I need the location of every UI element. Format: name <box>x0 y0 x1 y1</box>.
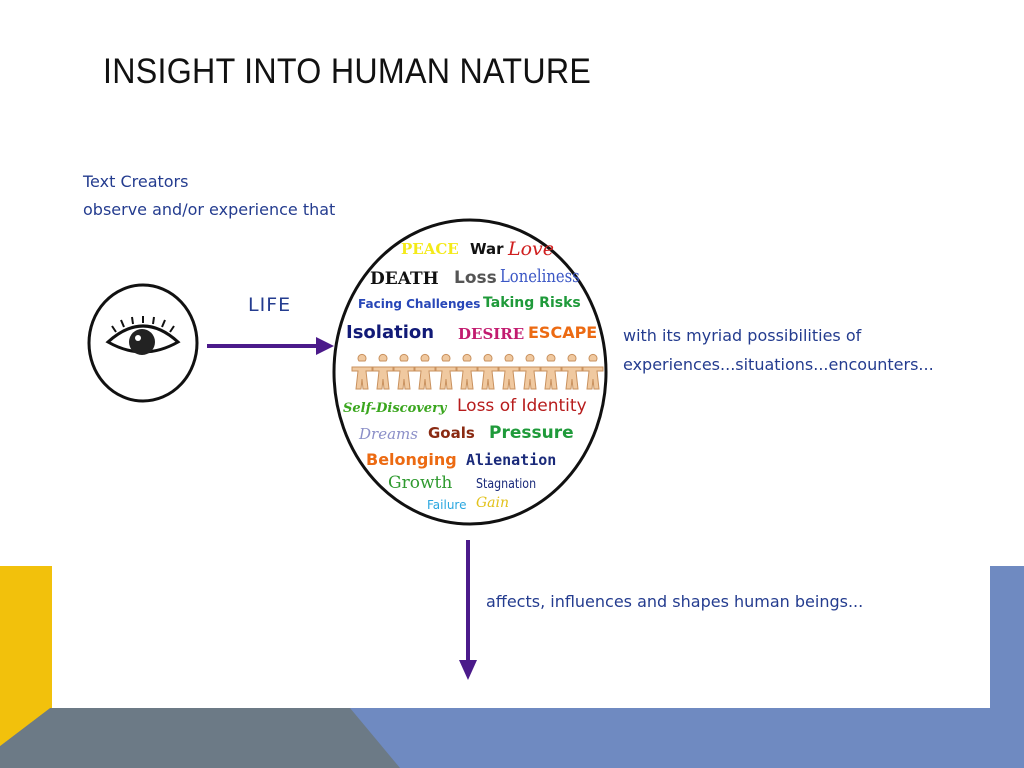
word-facing-challenges: Facing Challenges <box>358 297 481 311</box>
word-death: DEATH <box>370 269 439 289</box>
word-war: War <box>470 240 504 258</box>
decorative-bottom-band <box>0 708 1024 768</box>
word-loss: Loss <box>454 268 497 288</box>
myriad-text: with its myriad possibilities of <box>623 326 862 345</box>
eye-icon <box>87 283 199 403</box>
word-loss-of-identity: Loss of Identity <box>457 396 587 416</box>
word-desire: DESIRE <box>458 325 525 343</box>
word-stagnation: Stagnation <box>476 477 537 492</box>
word-belonging: Belonging <box>366 450 457 469</box>
life-label: LIFE <box>248 294 292 316</box>
word-peace: PEACE <box>401 240 459 258</box>
word-dreams: Dreams <box>359 425 418 443</box>
paper-person <box>498 353 520 390</box>
word-escape: ESCAPE <box>528 323 598 342</box>
page-title: INSIGHT INTO HUMAN NATURE <box>103 52 592 91</box>
arrow-right-head <box>316 337 334 355</box>
intro-line: observe and/or experience that <box>83 200 336 219</box>
paper-person <box>435 353 457 390</box>
paper-person <box>582 353 604 390</box>
word-self-discovery: Self-Discovery <box>343 401 447 416</box>
intro-line: Text Creators <box>83 172 189 191</box>
paper-chain-people-icon <box>351 353 604 390</box>
word-growth: Growth <box>388 473 453 493</box>
word-pressure: Pressure <box>489 423 574 443</box>
word-loneliness: Loneliness <box>500 266 580 287</box>
word-taking-risks: Taking Risks <box>483 295 581 311</box>
paper-person <box>414 353 436 390</box>
word-goals: Goals <box>428 424 475 442</box>
paper-person <box>519 353 541 390</box>
paper-person <box>540 353 562 390</box>
word-love: Love <box>508 238 555 260</box>
paper-person <box>351 353 373 390</box>
word-isolation: Isolation <box>346 322 435 343</box>
word-alienation: Alienation <box>466 451 557 469</box>
arrow-down-head <box>459 660 477 680</box>
word-failure: Failure <box>427 498 467 512</box>
paper-person <box>393 353 415 390</box>
paper-person <box>561 353 583 390</box>
myriad-text: experiences...situations...encounters... <box>623 355 934 374</box>
paper-person <box>456 353 478 390</box>
paper-person <box>372 353 394 390</box>
paper-person <box>477 353 499 390</box>
affects-text: affects, influences and shapes human bei… <box>486 592 864 611</box>
word-gain: Gain <box>476 495 510 511</box>
